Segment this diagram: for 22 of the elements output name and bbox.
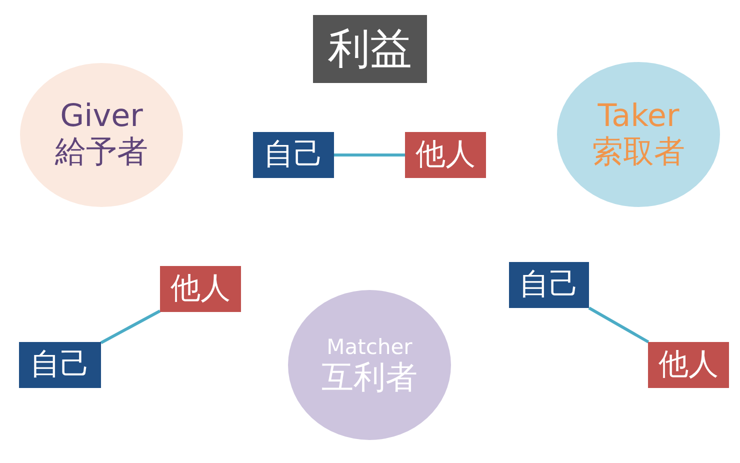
label-box [405, 132, 486, 178]
role-name: Matcher [326, 334, 412, 359]
label-text: 自己 [30, 348, 90, 382]
label-box [19, 342, 101, 388]
label-box [648, 342, 729, 388]
label-box [160, 266, 241, 312]
label-box [509, 262, 589, 308]
connector-line [588, 306, 650, 344]
label-text: 自己 [264, 138, 324, 172]
label-text: 他人 [170, 272, 230, 306]
title-heading: 利益 [313, 15, 427, 83]
role-name-chinese: 索取者 [592, 134, 685, 170]
label-text: 自己 [519, 268, 579, 302]
role-name-chinese: 互利者 [322, 358, 418, 396]
role-name: Giver [60, 99, 143, 135]
label-box [253, 132, 334, 178]
label-text: 他人 [658, 348, 718, 382]
role-name-chinese: 給予者 [55, 135, 148, 171]
connector-line [334, 154, 405, 156]
role-name: Taker [598, 98, 680, 134]
label-text: 他人 [416, 138, 476, 172]
connector-line [100, 310, 161, 344]
